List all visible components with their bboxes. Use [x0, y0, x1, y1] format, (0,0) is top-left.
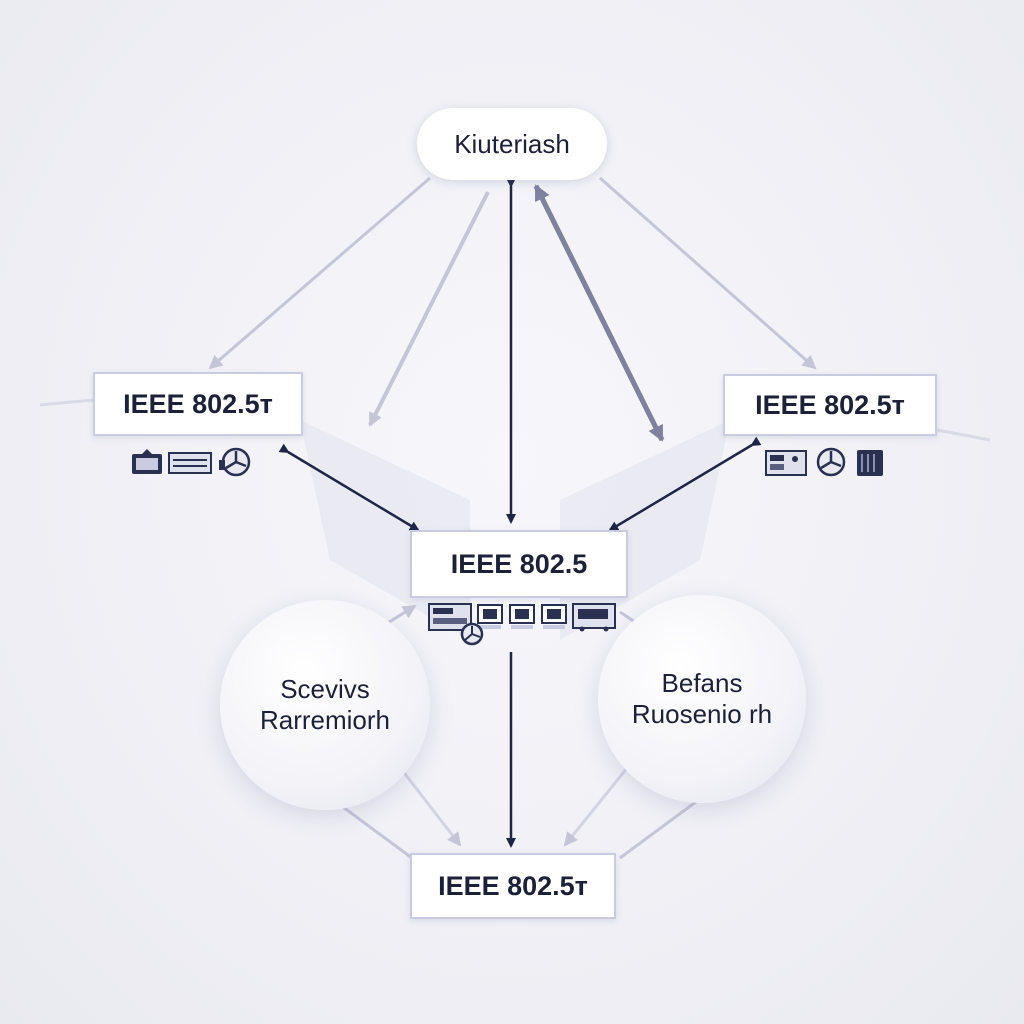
edge-left-center — [278, 443, 420, 532]
bubble-left-line1: Scevivs — [280, 673, 370, 704]
monitor-icon — [132, 449, 162, 474]
server-icon — [857, 450, 883, 476]
node-top-label: Kiuteriash — [454, 128, 570, 159]
node-bottom-label: IEEE 802.5ᴛ — [438, 870, 588, 901]
node-right: IEEE 802.5ᴛ — [723, 374, 937, 436]
monitor-icon — [509, 604, 535, 629]
bubble-right-line1: Befans — [661, 667, 743, 698]
monitor-icon — [477, 604, 503, 629]
edge-right-center — [608, 436, 762, 532]
edge-right-outer — [936, 428, 991, 442]
rack-icon — [428, 603, 472, 631]
node-top: Kiuteriash — [417, 108, 607, 180]
devices-left — [130, 446, 254, 480]
node-left: IEEE 802.5ᴛ — [93, 372, 303, 436]
edge-left-outer — [39, 398, 94, 407]
edge-top-center-right-start — [533, 184, 665, 442]
bubble-right-line2: Ruosenio rh — [631, 699, 773, 729]
fan-icon — [219, 447, 251, 477]
fan-icon — [816, 447, 846, 477]
switch-icon — [168, 452, 212, 474]
devices-center — [428, 602, 616, 632]
edge-top-right — [599, 176, 817, 370]
node-bottom: IEEE 802.5ᴛ — [410, 853, 616, 919]
node-left-label: IEEE 802.5ᴛ — [123, 388, 273, 419]
devices-right — [765, 446, 885, 480]
node-right-label: IEEE 802.5ᴛ — [755, 389, 905, 420]
edge-top-center-left — [368, 191, 490, 427]
bubble-left: Scevivs Rarremiorh — [220, 600, 430, 810]
node-center-label: IEEE 802.5 — [450, 548, 588, 579]
node-center: IEEE 802.5 — [410, 530, 628, 598]
bubble-left-line2: Rarremiorh — [259, 705, 391, 735]
monitor-icon — [541, 604, 567, 629]
rack-icon — [572, 603, 616, 632]
rack-icon — [765, 450, 807, 476]
edge-top-left — [208, 176, 431, 370]
bubble-right: Befans Ruosenio rh — [598, 595, 806, 803]
